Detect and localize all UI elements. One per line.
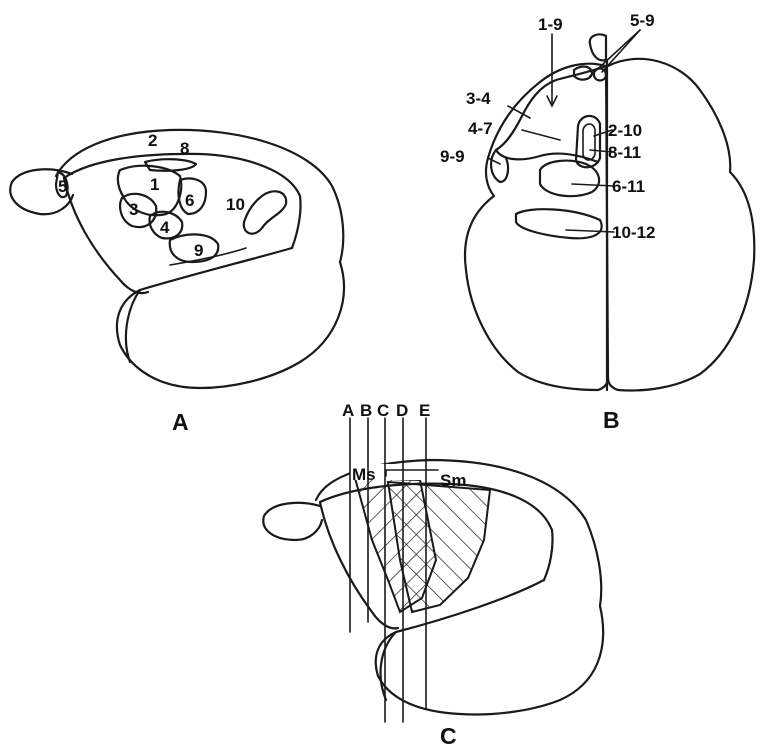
panel-a-brain [10, 130, 344, 388]
panel-a-label-5: 5 [58, 177, 67, 196]
panel-b-leader-5-9b [590, 30, 640, 76]
panel-b-region-6-11 [540, 161, 599, 197]
panel-c-title: C [440, 723, 457, 749]
panel-c-label-b: B [360, 401, 372, 420]
panel-c-label-ms: Ms [352, 465, 376, 484]
panel-b-label-9-9: 9-9 [440, 147, 465, 166]
panel-b-left-hemisphere [465, 64, 608, 390]
panel-a-region-10 [244, 191, 286, 233]
panel-a-label-10: 10 [226, 195, 245, 214]
panel-a-region-2 [145, 159, 196, 171]
panel-c-label-e: E [419, 401, 430, 420]
panel-b-label-2-10: 2-10 [608, 121, 642, 140]
panel-a-label-8: 8 [180, 139, 189, 158]
panel-c-label-sm: Sm [440, 471, 466, 490]
panel-b-region-10-12 [516, 209, 602, 238]
panel-b-label-1-9: 1-9 [538, 15, 563, 34]
panel-a-label-1: 1 [150, 175, 159, 194]
panel-c-label-c: C [377, 401, 389, 420]
panel-a-inner-lower-line [64, 178, 148, 293]
panel-a-title: A [172, 409, 189, 435]
panel-a-label-2: 2 [148, 131, 157, 150]
panel-c-brain [263, 418, 603, 722]
panel-b-label-10-12: 10-12 [612, 223, 655, 242]
panel-a-label-6: 6 [185, 191, 194, 210]
panel-a-sulcus [170, 248, 246, 265]
panel-a-label-3: 3 [129, 200, 138, 219]
panel-b-title: B [603, 407, 620, 433]
panel-c-olfactory-bulb [263, 503, 322, 540]
panel-b-label-4-7: 4-7 [468, 119, 493, 138]
panel-a-cerebellum-edge [126, 290, 140, 362]
panel-c-label-a: A [342, 401, 354, 420]
panel-b-leader-9-9 [488, 158, 500, 164]
panel-a-cerebellum-outline [117, 248, 344, 388]
panel-a-cortex-line [64, 154, 301, 248]
panel-b-label-6-11: 6-11 [612, 177, 645, 196]
panel-b-label-3-4: 3-4 [466, 89, 491, 108]
panel-b-leader-4-7 [522, 130, 560, 140]
panel-a-label-9: 9 [194, 241, 203, 260]
panel-b-olfactory-bulb [590, 34, 606, 60]
panel-b-region-8-11 [583, 124, 595, 160]
panel-a-labels: 2 8 1 3 4 6 9 10 5 [58, 131, 245, 260]
panel-c-label-d: D [396, 401, 408, 420]
panel-b-brain [465, 34, 754, 390]
panel-b-label-5-9: 5-9 [630, 11, 655, 30]
panel-b-label-8-11: 8-11 [608, 143, 641, 162]
panel-b-cortex-boundary [496, 66, 606, 162]
panel-a-label-4: 4 [160, 218, 170, 237]
